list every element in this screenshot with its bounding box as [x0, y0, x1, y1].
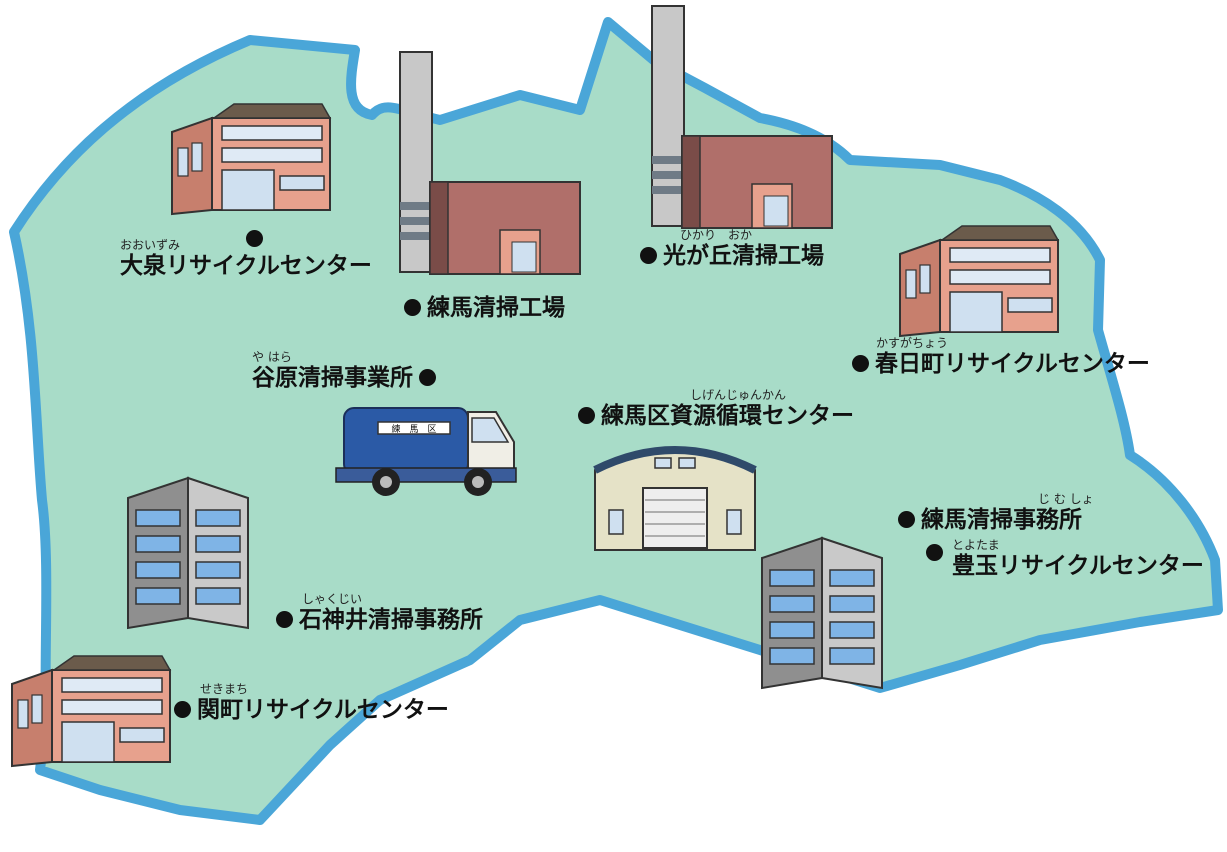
ward-land: [9, 17, 1223, 825]
label-sekimachi: せきまち 関町リサイクルセンター: [174, 682, 449, 724]
name-hikarigaoka: 光が丘清掃工場: [663, 243, 824, 269]
marker-nerima-plant: [404, 299, 421, 316]
name-kasugacho: 春日町リサイクルセンター: [875, 351, 1150, 377]
name-nerima-plant: 練馬清掃工場: [427, 295, 565, 321]
marker-shigen: [578, 407, 595, 424]
label-shakujii: しゃくじい 石神井清掃事務所: [276, 592, 483, 634]
ruby-shakujii: しゃくじい: [302, 592, 363, 606]
name-shigen: 練馬区資源循環センター: [601, 403, 854, 429]
ruby-jimusho: じ む しょ: [1038, 492, 1094, 506]
sekimachi-building-icon: [11, 655, 171, 767]
marker-hikarigaoka: [640, 247, 657, 264]
label-kasugacho: かすがちょう 春日町リサイクルセンター: [852, 336, 1150, 378]
toyotama-office-icon: [761, 537, 883, 689]
ruby-sekimachi: せきまち: [200, 682, 249, 696]
ruby-hikarigaoka: ひかり おか: [680, 228, 753, 242]
marker-shakujii: [276, 611, 293, 628]
marker-kasugacho: [852, 355, 869, 372]
ruby-yahara: や はら: [252, 350, 292, 364]
name-yahara: 谷原清掃事業所: [252, 365, 413, 391]
garbage-truck-icon: 練 馬 区: [335, 407, 517, 496]
marker-yahara: [419, 369, 436, 386]
marker-sekimachi: [174, 701, 191, 718]
marker-oizumi: [246, 230, 263, 247]
shakujii-office-icon: [127, 477, 249, 629]
ruby-kasugacho: かすがちょう: [876, 336, 949, 350]
marker-jimusho: [898, 511, 915, 528]
name-sekimachi: 関町リサイクルセンター: [197, 697, 449, 723]
ruby-toyotama: とよたま: [952, 538, 1000, 552]
label-jimusho: じ む しょ 練馬清掃事務所: [898, 492, 1094, 534]
marker-toyotama: [926, 544, 943, 561]
label-toyotama: とよたま 豊玉リサイクルセンター: [952, 538, 1204, 580]
truck-door-text: 練 馬 区: [391, 423, 436, 435]
name-shakujii: 石神井清掃事務所: [299, 607, 483, 633]
label-yahara: や はら 谷原清掃事業所: [252, 350, 436, 392]
label-oizumi: おおいずみ 大泉リサイクルセンター: [120, 238, 372, 280]
resource-center-building-icon: [593, 446, 757, 551]
label-nerima-plant: 練馬清掃工場: [404, 294, 565, 322]
label-hikarigaoka: ひかり おか 光が丘清掃工場: [640, 228, 824, 270]
ruby-shigen: しげんじゅんかん: [690, 388, 787, 402]
name-jimusho: 練馬清掃事務所: [921, 507, 1082, 533]
name-oizumi: 大泉リサイクルセンター: [120, 253, 372, 279]
label-shigen: しげんじゅんかん 練馬区資源循環センター: [578, 388, 854, 430]
ruby-oizumi: おおいずみ: [120, 238, 181, 252]
name-toyotama: 豊玉リサイクルセンター: [952, 553, 1204, 579]
